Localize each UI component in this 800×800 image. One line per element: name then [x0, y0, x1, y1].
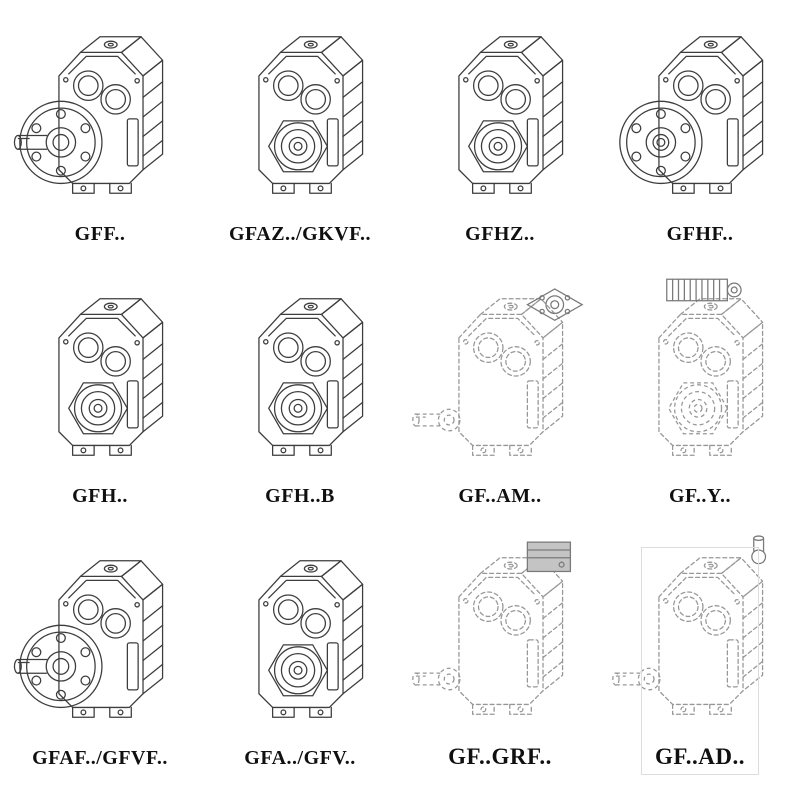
model-label: GFH..B	[265, 485, 335, 507]
model-label: GFF..	[74, 223, 126, 245]
catalog-item: GFAF../GFVF..	[13, 546, 167, 776]
catalog-item: GFH..B	[240, 284, 364, 514]
catalog-item: GFHF..	[619, 22, 764, 252]
gearbox-output-flange-drawing	[12, 533, 188, 745]
gearbox-motor-adapter-ghost-drawing	[412, 271, 588, 483]
model-label: GFAF../GFVF..	[32, 747, 168, 769]
gearbox-hollow-shaft-shrink-disc-drawing	[412, 9, 588, 221]
catalog-item: GF..AD..	[612, 535, 767, 776]
gearbox-hollow-shaft-drawing	[212, 9, 388, 221]
catalog-item: GF..AM..	[412, 284, 583, 514]
catalog-item: GFAZ../GKVF..	[229, 22, 371, 252]
catalog-item: GFHZ..	[440, 22, 564, 252]
model-label: GFHZ..	[465, 223, 535, 245]
catalog-item: GF..Y..	[640, 278, 764, 514]
gearbox-hollow-shaft-foot-drawing	[212, 271, 388, 483]
model-label: GF..Y..	[668, 485, 732, 507]
catalog-item: GFH..	[40, 284, 164, 514]
model-label: GFAZ../GKVF..	[228, 223, 372, 245]
gearbox-hollow-shaft-housing-drawing	[12, 271, 188, 483]
model-label: GFH..	[72, 485, 128, 507]
model-label: GF..AM..	[458, 485, 542, 507]
gearbox-shaft-mounted-drawing	[212, 533, 388, 745]
catalog-item: GFA../GFV..	[240, 546, 364, 776]
gearbox-input-block-ghost-drawing	[412, 530, 588, 742]
catalog-item: GFF..	[13, 22, 164, 252]
catalog-item: GF..GRF..	[412, 541, 572, 776]
model-label: GF..GRF..	[448, 744, 552, 769]
gearbox-foot-flange-solid-shaft-drawing	[12, 9, 188, 221]
model-label: GFHF..	[666, 223, 734, 245]
model-label: GFA../GFV..	[244, 747, 356, 769]
model-label: GF..AD..	[654, 744, 746, 769]
gearbox-with-motor-ghost-drawing	[612, 271, 788, 483]
gearbox-flange-hollow-drawing	[612, 9, 788, 221]
gearbox-input-shaft-ghost-drawing	[612, 530, 788, 742]
